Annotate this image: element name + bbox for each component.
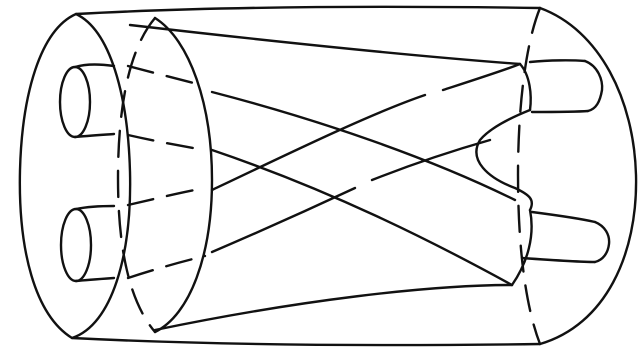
lower-hull xyxy=(155,285,512,330)
hidden-segment-3 xyxy=(128,188,205,205)
inner-disc-front-arc xyxy=(155,18,212,332)
lower-right-tube-top xyxy=(532,212,595,222)
cylinder-left-end xyxy=(20,14,130,338)
outer-cylinder xyxy=(20,7,636,345)
cylinder-bottom-edge xyxy=(72,338,540,345)
hidden-segment-2 xyxy=(128,135,205,150)
left-tubes xyxy=(60,65,114,281)
crossing-tubes xyxy=(130,25,532,330)
upper-right-tube-end-cap xyxy=(585,61,602,111)
inner-disc xyxy=(118,18,212,332)
lower-left-tube-wall-top xyxy=(76,206,114,209)
tube-b-upper-edge xyxy=(212,95,425,190)
lower-left-tube-opening xyxy=(61,209,91,281)
tube-a-lower-edge xyxy=(212,150,512,285)
lower-right-tube-bottom xyxy=(522,258,595,262)
upper-right-tube-bottom xyxy=(532,111,588,112)
hidden-tube-segments xyxy=(128,66,205,278)
cylinder-top-edge xyxy=(76,7,540,14)
tube-b-lower-edge xyxy=(212,188,355,252)
tube-b-upper-edge-continued xyxy=(443,64,520,90)
inner-disc-hidden-arc xyxy=(118,18,155,332)
upper-right-tube-top xyxy=(530,60,585,62)
upper-left-tube-wall-top xyxy=(75,65,114,67)
upper-left-tube-opening xyxy=(60,67,90,137)
right-tubes xyxy=(522,60,609,262)
cylinder-right-end-visible-arc xyxy=(540,8,636,344)
lower-right-tube-end-cap xyxy=(595,222,609,262)
hidden-segment-4 xyxy=(128,256,205,278)
cylinder-right-end-hidden-arc xyxy=(518,8,540,344)
